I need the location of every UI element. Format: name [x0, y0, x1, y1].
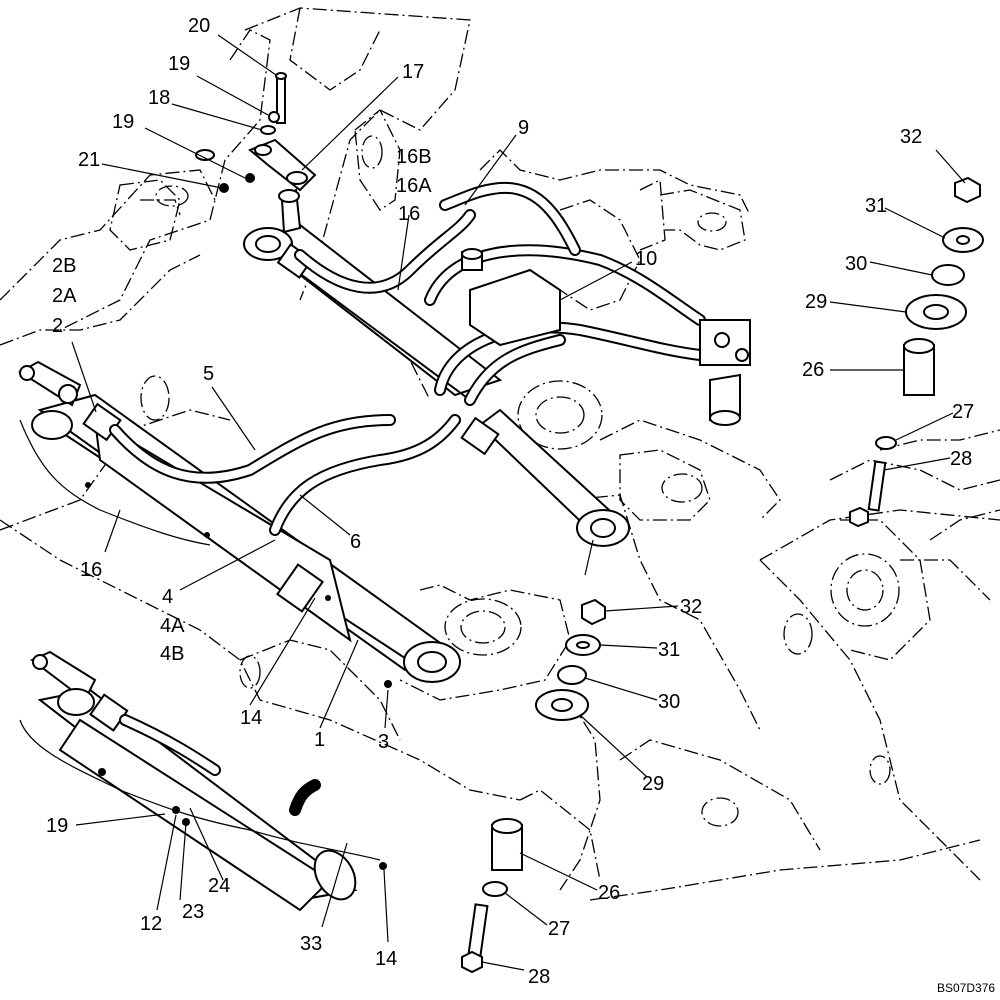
callout-31: 31 [658, 639, 680, 661]
callout-14: 14 [240, 707, 262, 729]
callout-4a: 4A [160, 615, 185, 637]
callout-23: 23 [182, 901, 204, 923]
callout-33: 33 [300, 933, 322, 955]
callout-26: 26 [598, 882, 620, 904]
callout-2b: 2B [52, 255, 76, 277]
callout-30: 30 [845, 253, 867, 275]
upper-pin-stack [849, 176, 984, 528]
callout-31: 31 [865, 195, 887, 217]
main-steering-cylinder [18, 360, 461, 687]
callout-27: 27 [952, 401, 974, 423]
callout-18: 18 [148, 87, 170, 109]
callout-28: 28 [528, 966, 550, 988]
callout-26: 26 [802, 359, 824, 381]
callout-17: 17 [402, 61, 424, 83]
cylinder-rod-end-right [460, 408, 630, 547]
chassis-outline [0, 7, 1000, 901]
callout-14: 14 [375, 948, 397, 970]
leader-lines [71, 34, 966, 971]
callout-9: 9 [518, 117, 529, 139]
callout-12: 12 [140, 913, 162, 935]
callout-10: 10 [635, 248, 657, 270]
callout-labels: 20 19 18 17 19 21 16B 16A 16 9 10 2B 2A … [46, 15, 995, 995]
callout-16a: 16A [396, 175, 432, 197]
callout-30: 30 [658, 691, 680, 713]
callout-24: 24 [208, 875, 230, 897]
callout-32: 32 [680, 596, 702, 618]
callout-2: 2 [52, 315, 63, 337]
callout-19: 19 [112, 111, 134, 133]
callout-5: 5 [203, 363, 214, 385]
callout-2a: 2A [52, 285, 77, 307]
inset-cylinder-detail [19, 650, 387, 912]
callout-21: 21 [78, 149, 100, 171]
callout-32: 32 [900, 126, 922, 148]
callout-29: 29 [642, 773, 664, 795]
callout-1: 1 [314, 729, 325, 751]
hydraulic-hoses [109, 181, 706, 536]
callout-19: 19 [46, 815, 68, 837]
callout-19: 19 [168, 53, 190, 75]
callout-16: 16 [398, 203, 420, 225]
drawing-code: BS07D376 [937, 981, 995, 995]
callout-4: 4 [162, 586, 173, 608]
callout-29: 29 [805, 291, 827, 313]
lower-pin-stack [384, 598, 606, 974]
callout-27: 27 [548, 918, 570, 940]
callout-16: 16 [80, 559, 102, 581]
callout-20: 20 [188, 15, 210, 37]
callout-4b: 4B [160, 643, 184, 665]
callout-28: 28 [950, 448, 972, 470]
callout-16b: 16B [396, 146, 432, 168]
valve-block [461, 248, 751, 426]
callout-6: 6 [350, 531, 361, 553]
callout-3: 3 [378, 731, 389, 753]
